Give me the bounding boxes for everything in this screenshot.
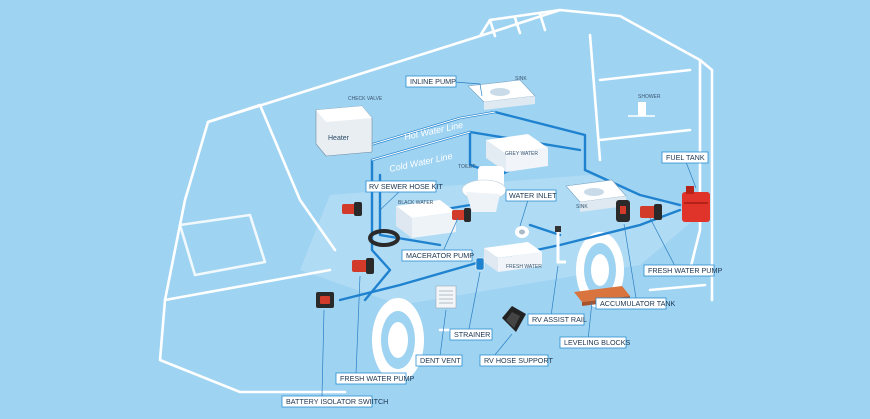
- label-fresh-water-pump-right: FRESH WATER PUMP: [643, 264, 722, 277]
- label-rv-hose-support: RV HOSE SUPPORT: [479, 354, 553, 367]
- svg-text:ACCUMULATOR TANK: ACCUMULATOR TANK: [600, 299, 676, 308]
- rv-hose-support: [502, 306, 526, 332]
- label-dent-vent: DENT VENT: [415, 354, 463, 367]
- accumulator-tank: [616, 200, 630, 222]
- dent-vent: [435, 285, 457, 309]
- cold-water-line-label: Cold Water Line: [388, 151, 453, 174]
- svg-text:MACERATOR PUMP: MACERATOR PUMP: [406, 251, 474, 260]
- fresh-water-pump-front: [352, 258, 374, 274]
- svg-text:INLINE PUMP: INLINE PUMP: [410, 77, 456, 86]
- label-inline-pump: INLINE PUMP: [405, 75, 457, 88]
- heater-text: Heater: [328, 135, 350, 142]
- leader-lines: [321, 81, 697, 397]
- label-leveling-blocks: LEVELING BLOCKS: [559, 336, 631, 349]
- svg-text:FRESH WATER PUMP: FRESH WATER PUMP: [648, 266, 722, 275]
- svg-text:WATER INLET: WATER INLET: [509, 191, 557, 200]
- sewer-hose: [368, 229, 400, 247]
- toilet-label: TOILET: [458, 164, 475, 170]
- fresh-water-tank: [484, 242, 542, 272]
- label-rv-sewer-hose-kit: RV SEWER HOSE KIT: [365, 180, 443, 193]
- lower-sink-label: SINK: [576, 204, 588, 210]
- fresh-water-tank-label: FRESH WATER: [506, 264, 542, 270]
- black-water-label: BLACK WATER: [398, 200, 434, 206]
- label-rv-assist-rail: RV ASSIST RAIL: [527, 313, 587, 326]
- sewer-pump: [342, 202, 362, 216]
- check-valve-label: CHECK VALVE: [348, 96, 383, 102]
- svg-text:FRESH WATER PUMP: FRESH WATER PUMP: [340, 374, 414, 383]
- top-sink: [467, 79, 536, 110]
- label-water-inlet: WATER INLET: [505, 189, 557, 202]
- grey-water-tank: [486, 134, 548, 172]
- svg-text:RV SEWER HOSE KIT: RV SEWER HOSE KIT: [369, 182, 443, 191]
- toilet: [461, 166, 507, 212]
- front-wheel: [372, 298, 424, 382]
- fresh-water-pump-rear: [640, 204, 662, 220]
- battery-isolator-switch: [316, 292, 334, 308]
- label-battery-isolator-switch: BATTERY ISOLATOR SWIITCH: [281, 395, 388, 408]
- svg-text:DENT VENT: DENT VENT: [420, 356, 461, 365]
- lower-sink: [565, 179, 627, 212]
- svg-text:RV ASSIST RAIL: RV ASSIST RAIL: [532, 315, 587, 324]
- heater: Heater: [315, 105, 373, 157]
- label-fuel-tank: FUEL TANK: [661, 151, 709, 164]
- svg-text:FUEL TANK: FUEL TANK: [666, 153, 705, 162]
- label-fresh-water-pump-left: FRESH WATER PUMP: [335, 372, 414, 385]
- water-inlet: [515, 226, 529, 238]
- black-water-tank: [396, 200, 456, 238]
- svg-text:BATTERY ISOLATOR SWIITCH: BATTERY ISOLATOR SWIITCH: [286, 397, 388, 406]
- label-strainer: STRAINER: [449, 328, 493, 341]
- hot-water-line-label: Hot Water Line: [403, 120, 464, 142]
- label-macerator-pump: MACERATOR PUMP: [401, 249, 474, 262]
- shower: [628, 102, 655, 117]
- grey-water-label: GREY WATER: [505, 151, 538, 157]
- svg-text:LEVELING BLOCKS: LEVELING BLOCKS: [564, 338, 631, 347]
- strainer: [475, 257, 485, 271]
- fuel-tank: [682, 186, 710, 222]
- top-sink-label: SINK: [515, 76, 527, 82]
- rv-assist-rail: [555, 226, 566, 264]
- shower-label: SHOWER: [638, 94, 661, 100]
- svg-text:STRAINER: STRAINER: [454, 330, 490, 339]
- svg-text:RV HOSE SUPPORT: RV HOSE SUPPORT: [484, 356, 553, 365]
- macerator-pump: [452, 208, 471, 222]
- label-accumulator-tank: ACCUMULATOR TANK: [595, 297, 676, 310]
